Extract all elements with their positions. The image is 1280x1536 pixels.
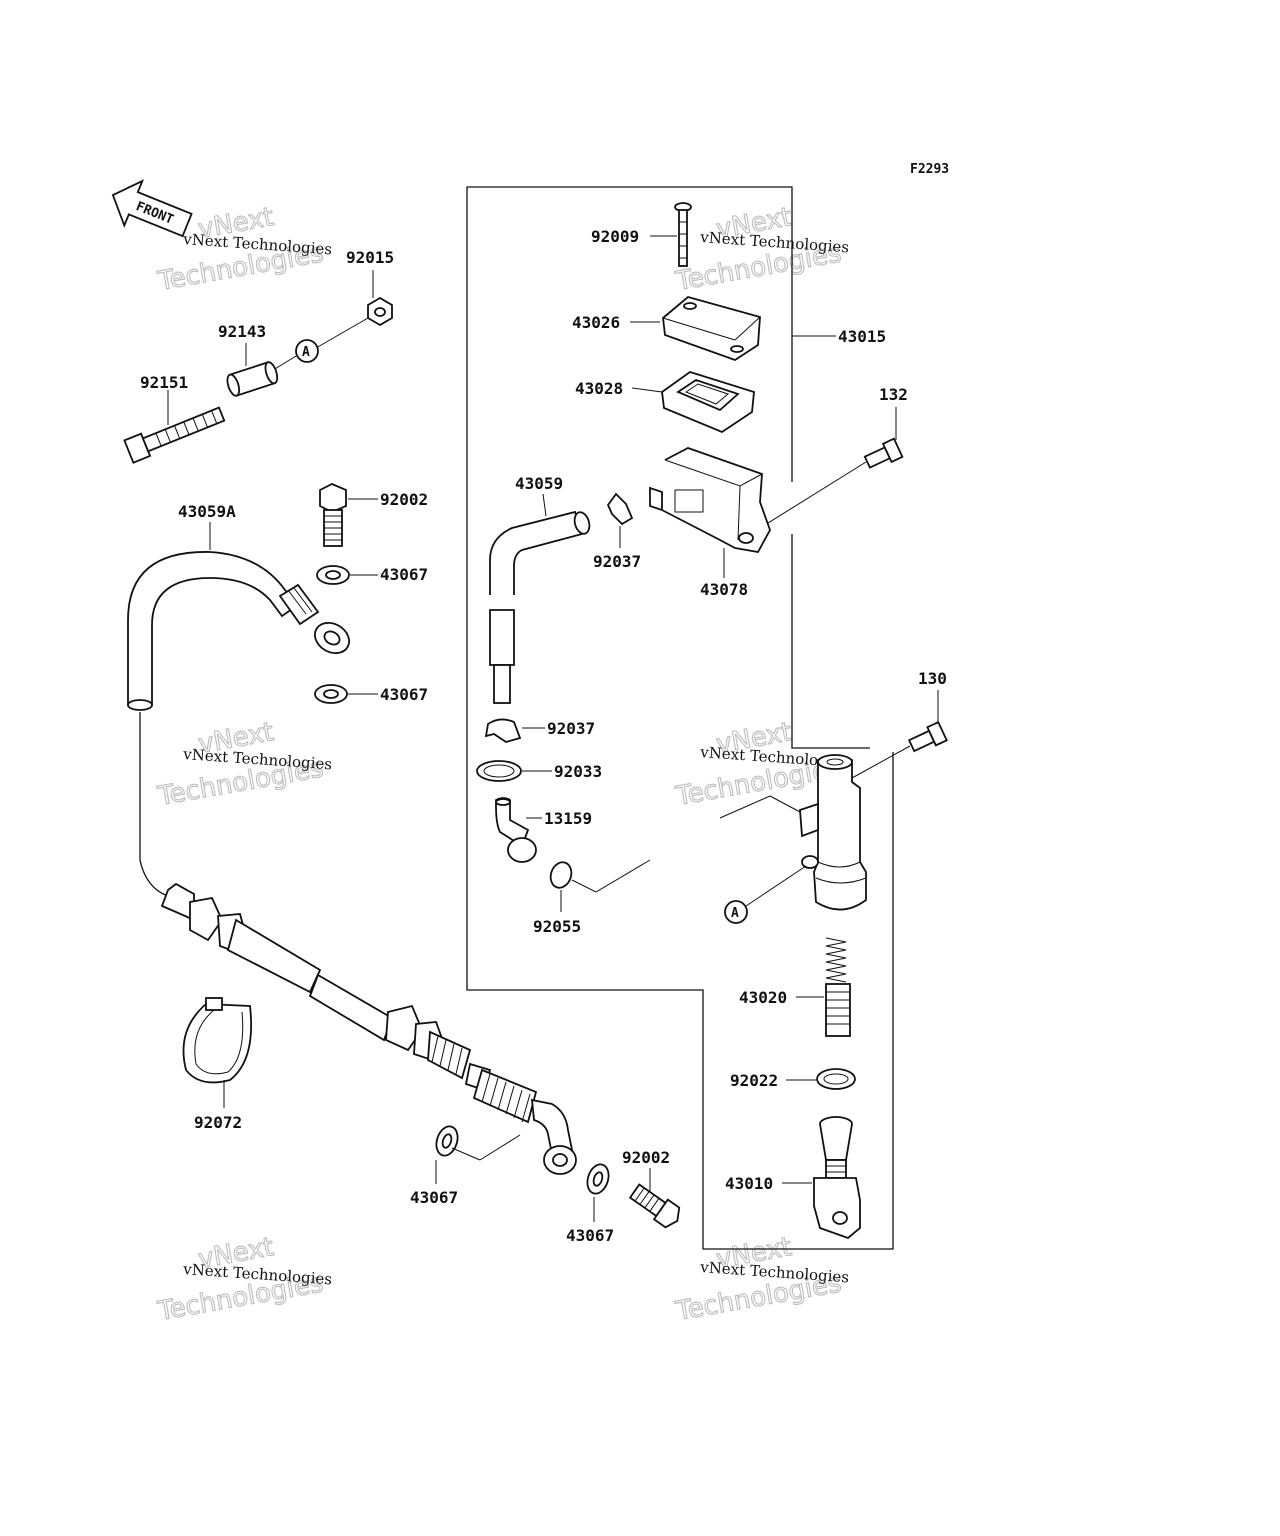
label-92072: 92072: [194, 1113, 242, 1132]
part-130-bolt: [907, 720, 948, 753]
part-92033-snap-ring: [476, 760, 522, 782]
label-43010: 43010: [725, 1174, 773, 1193]
label-130: 130: [918, 669, 947, 688]
label-92037-upper: 92037: [593, 552, 641, 571]
part-43059a-brake-hose: [127, 551, 577, 1175]
part-43067-washer-a: [316, 565, 350, 585]
master-cylinder-assembly-outline: [466, 186, 894, 1250]
label-43059: 43059: [515, 474, 563, 493]
part-43067-washer-b: [314, 684, 348, 704]
watermark-top-right: vNext Technologies vNext Technologies: [672, 202, 849, 298]
part-92015-nut: [367, 296, 393, 327]
part-43067-washer-c: [435, 1125, 459, 1157]
label-13159: 13159: [544, 809, 592, 828]
front-direction-arrow: FRONT: [111, 179, 193, 238]
part-43028-diaphragm: [661, 371, 755, 434]
part-master-cylinder-body: [799, 754, 867, 911]
part-43010-push-rod: [813, 1116, 861, 1240]
label-43067-b: 43067: [380, 685, 428, 704]
part-13159-fitting: [495, 797, 537, 863]
part-43078-reservoir: [649, 447, 771, 553]
label-92015: 92015: [346, 248, 394, 267]
front-arrow-icon: [111, 179, 193, 238]
part-43059-reservoir-hose: [489, 510, 591, 704]
part-92009-screw: [674, 202, 692, 267]
label-43026: 43026: [572, 313, 620, 332]
label-43059a: 43059A: [178, 502, 236, 521]
watermark-bottom-left: vNext Technologies vNext Technologies: [154, 1232, 332, 1328]
part-92055-o-ring: [549, 861, 573, 889]
part-132-bolt: [863, 437, 904, 469]
watermark-top-left: vNext Technologies vNext Technologies: [154, 202, 332, 298]
label-92143: 92143: [218, 322, 266, 341]
label-43015: 43015: [838, 327, 886, 346]
watermark-mid-left: vNext Technologies vNext Technologies: [154, 717, 332, 813]
label-92151: 92151: [140, 373, 188, 392]
label-43078: 43078: [700, 580, 748, 599]
label-43067-c: 43067: [410, 1188, 458, 1207]
figure-code: F2293: [910, 162, 949, 177]
watermark-bottom-right: vNext Technologies vNext Technologies: [672, 1232, 849, 1328]
reference-mark-a-upper: A: [295, 339, 319, 363]
label-43067-a: 43067: [380, 565, 428, 584]
label-92033: 92033: [554, 762, 602, 781]
part-92037-lower-clamp: [484, 718, 522, 743]
label-43028: 43028: [575, 379, 623, 398]
part-92002-lower-banjo-bolt: [628, 1183, 681, 1229]
label-92037-lower: 92037: [547, 719, 595, 738]
label-132: 132: [879, 385, 908, 404]
label-92009: 92009: [591, 227, 639, 246]
reference-mark-a-lower: A: [724, 900, 748, 924]
label-92055: 92055: [533, 917, 581, 936]
part-43026-reservoir-cap: [662, 296, 761, 361]
label-92022: 92022: [730, 1071, 778, 1090]
label-43020: 43020: [739, 988, 787, 1007]
part-43020-spring-piston: [825, 937, 851, 1037]
part-92022-snap-ring: [816, 1068, 856, 1090]
label-43067-d: 43067: [566, 1226, 614, 1245]
svg-text:A: A: [302, 345, 310, 360]
part-92072-clamp-band: [182, 997, 253, 1084]
part-43067-washer-d: [586, 1163, 610, 1195]
label-92002-lower: 92002: [622, 1148, 670, 1167]
label-92002-upper: 92002: [380, 490, 428, 509]
part-92151-bolt: [123, 406, 226, 464]
part-92143-collar: [226, 361, 279, 397]
part-92002-upper-banjo-bolt: [319, 483, 347, 547]
svg-text:A: A: [731, 906, 739, 921]
part-92037-upper-clamp: [606, 492, 634, 526]
